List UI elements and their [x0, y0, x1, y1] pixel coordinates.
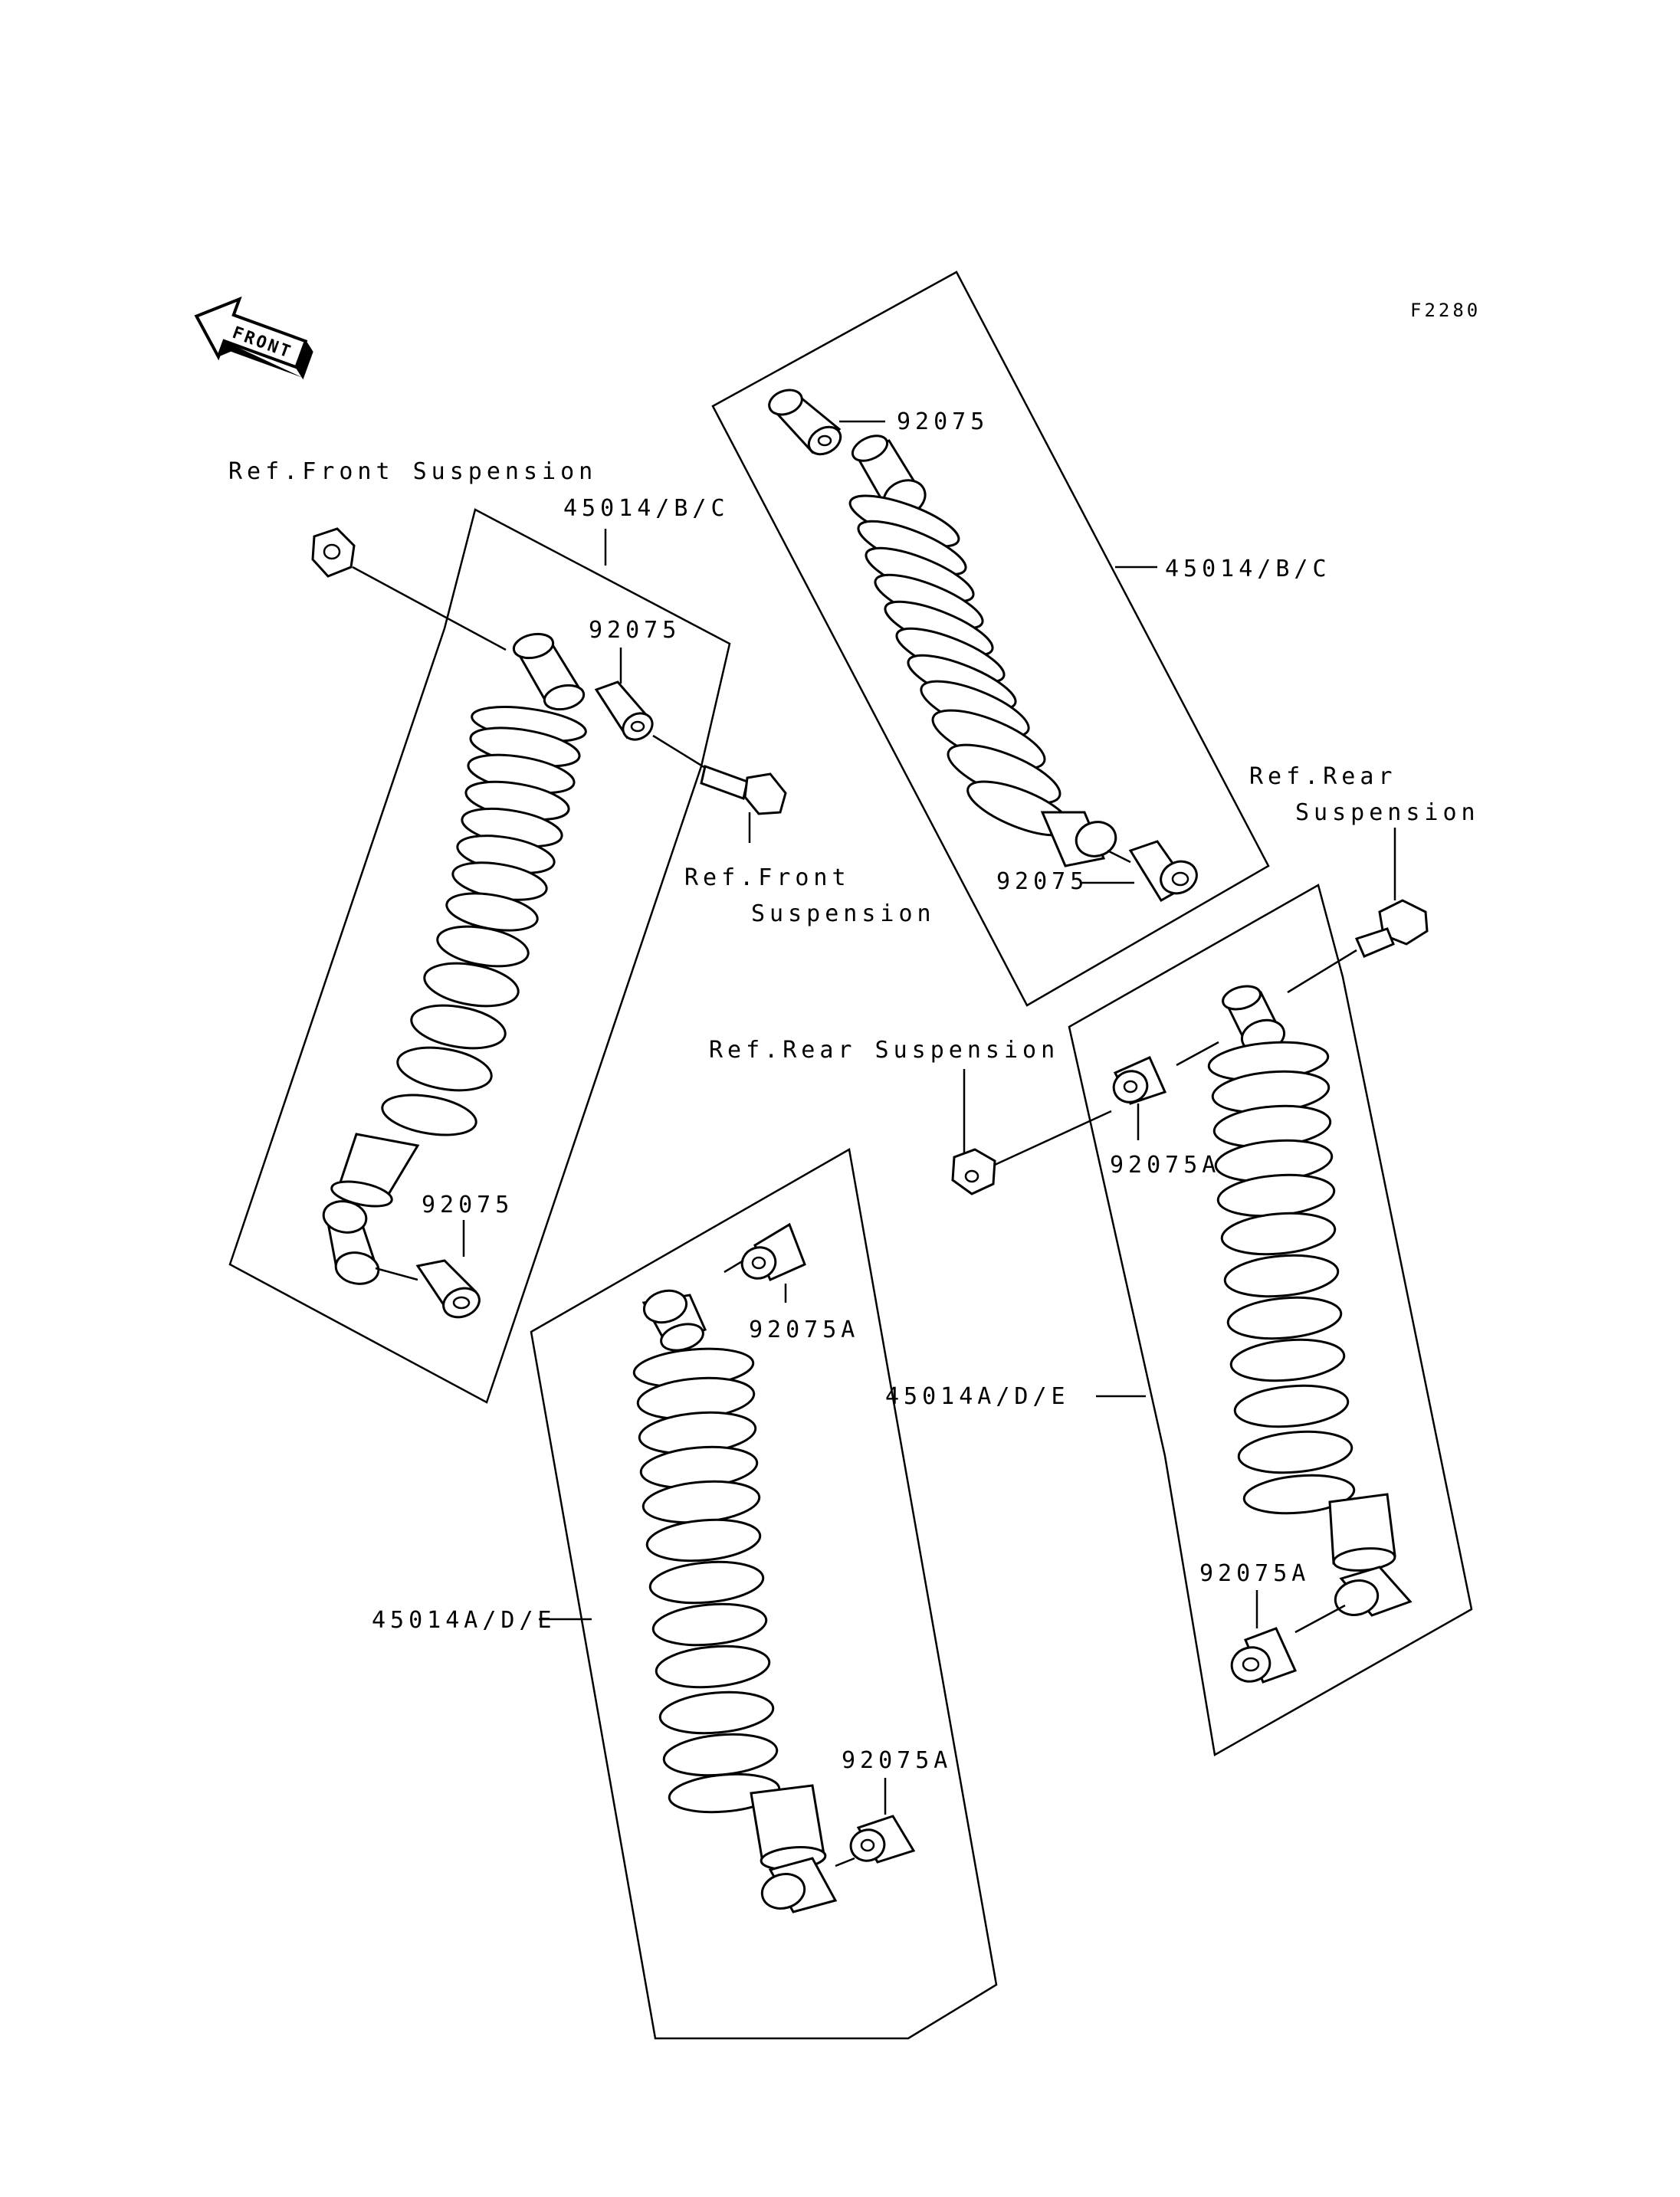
bushing-92075a-rear-left-top — [740, 1222, 806, 1281]
figure-code: F2280 — [1410, 300, 1481, 321]
bushing-92075a-rear-right-bottom — [1230, 1627, 1298, 1684]
flange-nut — [311, 527, 356, 578]
damper-body-rear-left — [750, 1784, 827, 1871]
assembly-rear-right-label: 45014A/D/E — [885, 1383, 1070, 1410]
lower-mount-eye-center — [1040, 811, 1117, 867]
bushing-92075-top-left — [594, 680, 654, 741]
rear-mount-bolt-right — [1354, 899, 1429, 958]
front-left-assembly-outline — [228, 508, 731, 1404]
bushing-rear-right-top-label: 92075A — [1110, 1152, 1220, 1179]
center-assembly-outline — [711, 271, 1270, 1007]
upper-mount-eye — [512, 632, 586, 711]
bushing-top-left-label: 92075 — [589, 617, 681, 644]
bushing-center-bottom-label: 92075 — [996, 868, 1088, 895]
lower-mount-eye-front-left — [322, 1200, 380, 1285]
bushing-92075a-rear-left-bottom — [849, 1815, 916, 1864]
ref-rear-suspension-right-label-1: Ref.Rear — [1249, 763, 1397, 790]
assembly-center-label: 45014/B/C — [1165, 556, 1331, 582]
damper-body-rear-right — [1328, 1493, 1396, 1572]
rear-right-assembly-outline — [1068, 884, 1473, 1756]
assembly-top-left-label: 45014/B/C — [563, 495, 730, 522]
upper-mount-eye-rear-left — [641, 1289, 707, 1352]
rear-nut-center — [951, 1148, 996, 1195]
front-arrow-icon: FRONT — [194, 296, 313, 380]
ref-front-suspension-bolt-label-2: Suspension — [751, 900, 936, 927]
bushing-bottom-left-label: 92075 — [422, 1192, 514, 1218]
coil-spring-rear-left — [632, 1347, 781, 1814]
bushing-92075-bottom-left — [415, 1259, 481, 1319]
assembly-rear-left-label: 45014A/D/E — [372, 1607, 556, 1634]
bushing-rear-left-top-label: 92075A — [749, 1317, 859, 1343]
mount-bolt — [700, 765, 787, 815]
ref-front-suspension-bolt-label-1: Ref.Front — [684, 864, 851, 891]
bushing-rear-left-bottom-label: 92075A — [842, 1747, 952, 1774]
coil-spring-center — [848, 494, 1072, 837]
ref-front-suspension-top-label: Ref.Front Suspension — [228, 458, 597, 485]
damper-body-front-left — [330, 1133, 420, 1208]
bushing-92075a-rear-right-top — [1112, 1056, 1167, 1105]
ref-rear-suspension-right-label-2: Suspension — [1295, 799, 1480, 826]
bushing-92075-center-bottom — [1128, 840, 1198, 903]
rear-left-assembly-outline — [530, 1148, 998, 2040]
bushing-center-top-label: 92075 — [897, 408, 989, 435]
ref-rear-suspension-center-label: Ref.Rear Suspension — [709, 1037, 1059, 1064]
bushing-92075-center-top — [768, 389, 842, 456]
lower-mount-eye-rear-right — [1334, 1566, 1413, 1617]
lower-mount-eye-rear-left — [760, 1857, 838, 1913]
coil-spring-rear-right — [1207, 1041, 1356, 1515]
coil-spring-front-left — [381, 706, 587, 1136]
bushing-rear-right-bottom-label: 92075A — [1199, 1560, 1310, 1587]
